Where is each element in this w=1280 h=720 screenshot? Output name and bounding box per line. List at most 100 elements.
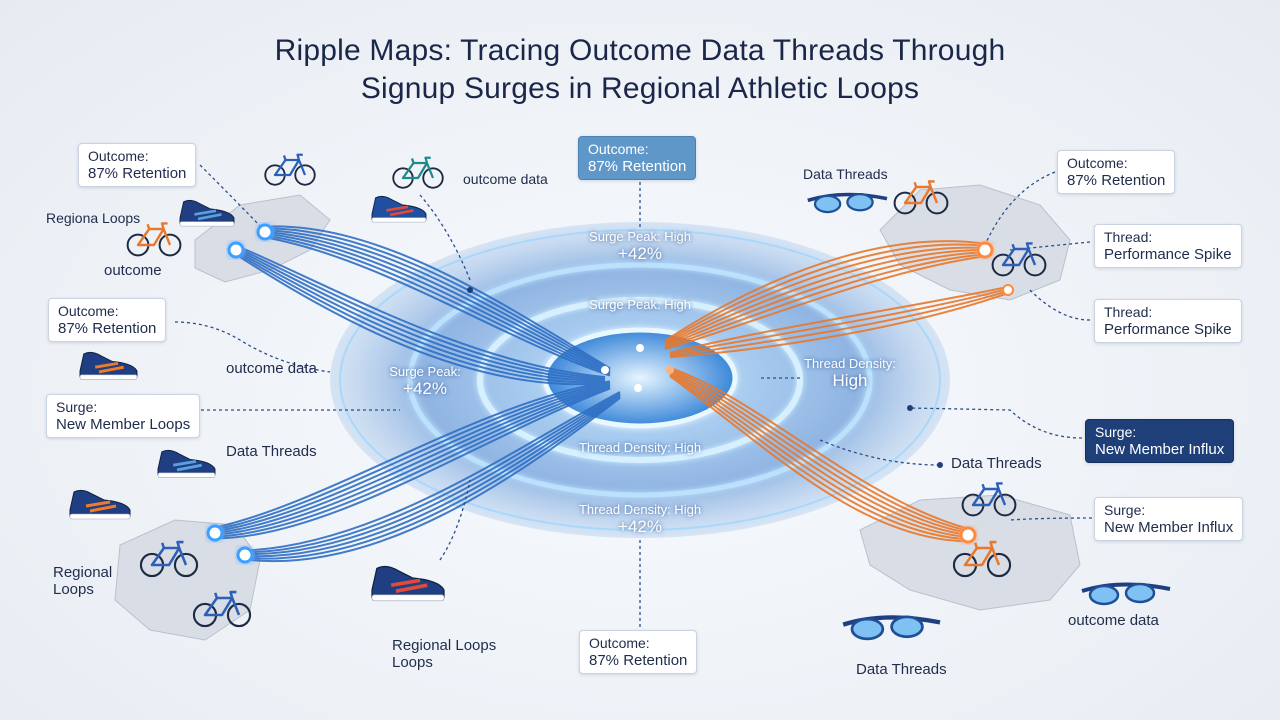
data-thread: [264, 232, 611, 375]
bicycle-icon: [126, 153, 1047, 628]
center-label-line: Surge Peak: High: [589, 229, 691, 244]
center-label-surge-peak: Surge Peak: High: [589, 297, 691, 312]
data-thread: [664, 253, 986, 349]
card-value: Performance Spike: [1104, 246, 1232, 263]
data-thread: [669, 373, 969, 541]
card-label: Thread:: [1104, 229, 1153, 245]
data-thread: [244, 391, 621, 552]
data-thread: [235, 253, 606, 386]
data-thread: [235, 246, 606, 380]
thread-card-right-2: Thread: Performance Spike: [1094, 299, 1242, 343]
data-thread: [664, 249, 986, 346]
data-thread: [214, 384, 611, 534]
card-value: 87% Retention: [1067, 172, 1166, 189]
page-title-line-1: Ripple Maps: Tracing Outcome Data Thread…: [274, 34, 1006, 67]
data-thread: [264, 231, 611, 373]
center-label-thread-density-right: Thread Density: High: [790, 356, 910, 391]
swim-goggles-icon: [842, 615, 941, 641]
center-label-line: Thread Density:: [804, 356, 896, 371]
data-thread: [664, 251, 986, 348]
data-thread: [214, 380, 611, 529]
label-line: Regional: [53, 564, 113, 581]
data-thread: [664, 243, 986, 344]
data-thread: [214, 385, 611, 536]
card-value: New Member Influx: [1104, 519, 1234, 536]
data-thread: [214, 386, 611, 538]
card-value: 87% Retention: [58, 320, 157, 337]
swim-goggles-icon: [1081, 582, 1171, 606]
outcome-card-mid-left: Outcome: 87% Retention: [48, 298, 167, 342]
center-label-surge-peak-left: Surge Peak: +42%: [375, 364, 475, 399]
bicycle-icon: [991, 242, 1047, 277]
surge-card-right: Surge: New Member Influx: [1094, 497, 1244, 541]
data-thread: [664, 255, 986, 351]
outcome-card-top-left: Outcome: 87% Retention: [78, 143, 197, 187]
swim-goggles-icon: [807, 192, 1171, 641]
data-thread: [664, 246, 986, 345]
center-label-value: +42%: [403, 379, 447, 398]
surge-card-left: Surge: New Member Loops: [46, 394, 201, 438]
label-regional-loops-bottom-left: Regional Loops: [53, 564, 112, 598]
card-value: Performance Spike: [1104, 321, 1232, 338]
data-thread: [264, 234, 611, 376]
bicycle-icon: [392, 156, 444, 189]
label-line: Loops: [392, 654, 433, 671]
data-thread: [664, 240, 986, 342]
label-regiona-loops: Regiona Loops: [46, 210, 141, 226]
running-shoe-icon: [79, 351, 138, 380]
leader-lines: [174, 164, 1093, 630]
card-value: 87% Retention: [589, 652, 688, 669]
data-thread: [244, 395, 621, 560]
center-label-line: Thread Density: High: [578, 502, 702, 517]
data-thread: [244, 394, 621, 558]
data-thread: [244, 392, 621, 554]
data-thread: [235, 248, 606, 381]
data-thread: [214, 382, 611, 533]
running-shoe-icon: [157, 449, 216, 478]
bicycle-icon: [961, 482, 1017, 517]
center-label-thread-density: Thread Density: High: [578, 440, 702, 455]
label-line: Regional Loops: [392, 637, 497, 654]
data-thread: [214, 387, 611, 540]
card-value: New Member Loops: [56, 416, 191, 433]
label-outcome-data-left: outcome data: [226, 360, 317, 377]
card-label: Outcome:: [589, 635, 650, 651]
data-thread: [669, 371, 969, 536]
data-thread: [669, 375, 969, 543]
label-data-threads-right: Data Threads: [951, 455, 1042, 472]
data-thread: [264, 227, 611, 371]
data-thread: [669, 292, 1009, 359]
data-thread: [235, 250, 606, 382]
running-shoe-icon: [69, 489, 131, 520]
data-thread: [235, 244, 606, 378]
label-data-threads-top-right: Data Threads: [803, 166, 888, 182]
card-value: 87% Retention: [588, 158, 687, 175]
data-thread: [669, 290, 1009, 357]
data-thread: [214, 381, 611, 531]
center-label-value: +42%: [618, 244, 662, 263]
outcome-card-top-right: Outcome: 87% Retention: [1057, 150, 1176, 194]
outcome-card-top-center: Outcome: 87% Retention: [578, 136, 697, 180]
running-shoe-icon: [69, 195, 445, 602]
data-thread: [669, 368, 969, 532]
running-shoe-icon: [371, 565, 445, 602]
label-regional-loops-bottom: Regional Loops Loops: [392, 637, 496, 671]
card-label: Outcome:: [1067, 155, 1128, 171]
bicycle-icon: [192, 590, 252, 628]
page-title-line-2: Signup Surges in Regional Athletic Loops: [360, 72, 920, 105]
data-thread: [264, 229, 611, 372]
label-outcome-data-top: outcome data: [463, 171, 548, 187]
card-label: Thread:: [1104, 304, 1153, 320]
orange-data-threads: [664, 240, 1009, 543]
card-label: Outcome:: [58, 303, 119, 319]
data-thread: [264, 225, 611, 370]
card-label: Surge:: [56, 399, 98, 415]
running-shoe-icon: [179, 199, 235, 227]
center-label-value: High: [832, 371, 868, 390]
label-data-threads-left: Data Threads: [226, 443, 317, 460]
thread-card-right-1: Thread: Performance Spike: [1094, 224, 1242, 268]
data-thread: [669, 372, 969, 539]
blue-data-threads: [214, 225, 621, 562]
